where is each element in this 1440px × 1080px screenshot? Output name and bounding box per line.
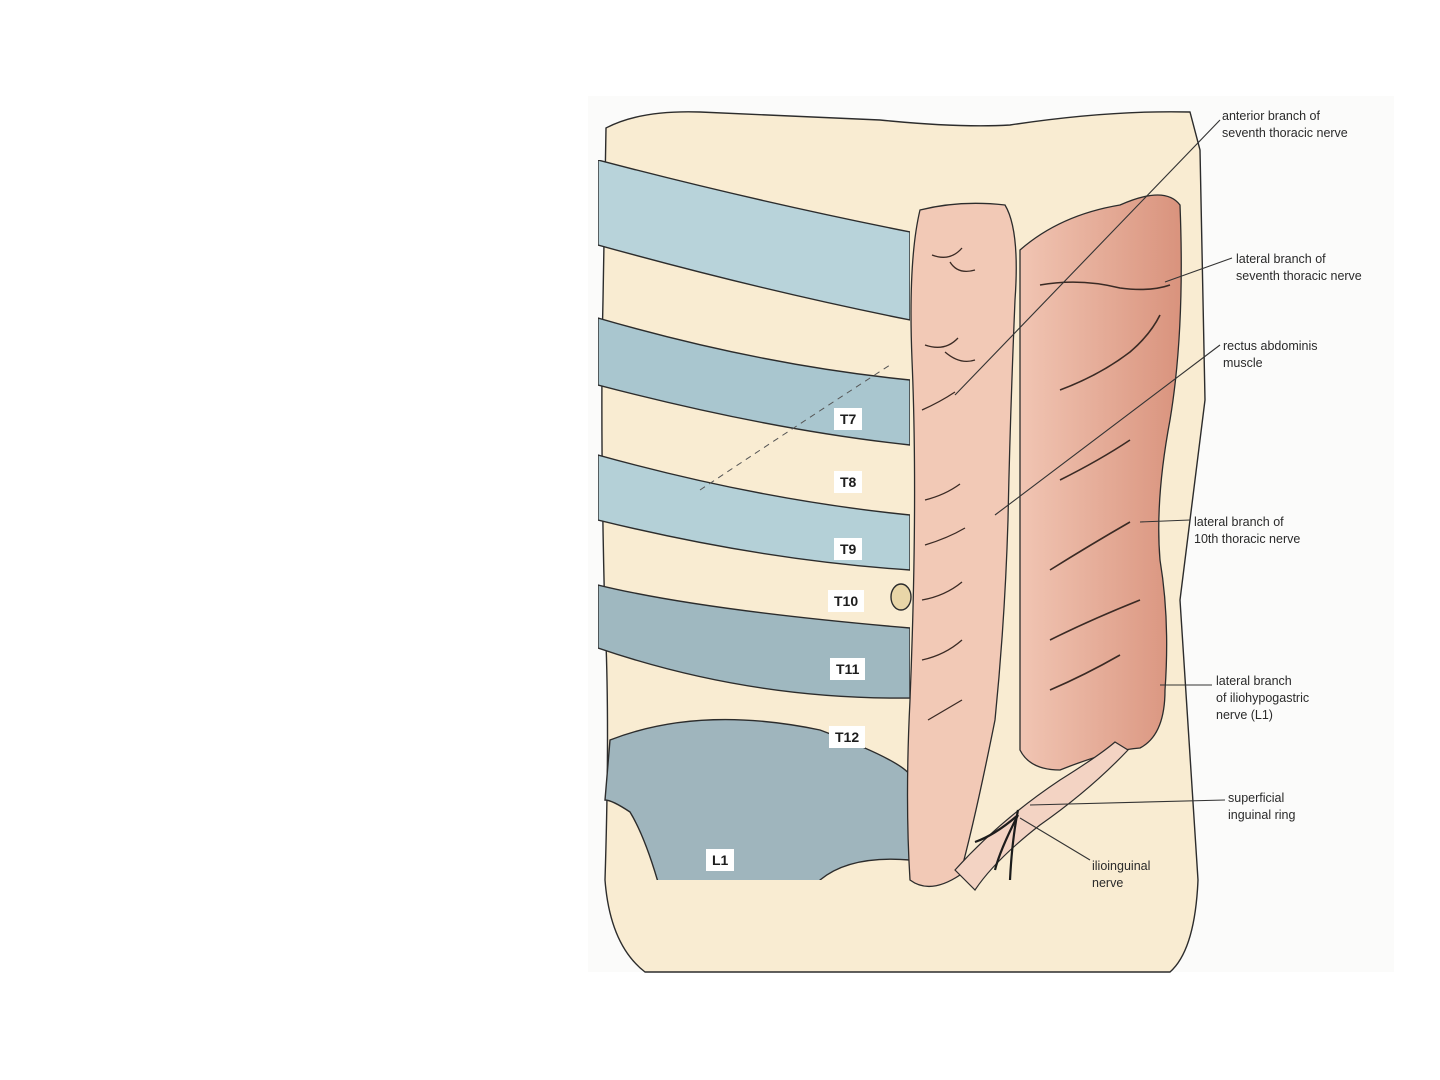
label-line: lateral branch of [1236, 252, 1326, 266]
oblique-nerve-branches [1039, 281, 1171, 691]
segment-label-t12: T12 [829, 726, 866, 748]
label-line: rectus abdominis [1223, 339, 1318, 353]
external-oblique-muscle [1019, 194, 1182, 771]
segment-label-t10: T10 [828, 590, 865, 612]
label-line: nerve (L1) [1216, 708, 1273, 722]
label-lateral-branch-t10: lateral branch of 10th thoracic nerve [1194, 514, 1300, 548]
band-t9 [598, 454, 910, 571]
band-t7 [598, 317, 910, 446]
dermatome-dotted-guide [699, 364, 891, 491]
segment-label-l1: L1 [706, 849, 735, 871]
label-line: of iliohypogastric [1216, 691, 1310, 705]
leader-lines [954, 119, 1233, 861]
ilioinguinal-nerve-fibers [974, 809, 1020, 881]
dermatome-bands [598, 160, 910, 880]
band-l1 [604, 718, 910, 880]
label-line: nerve [1092, 876, 1124, 890]
segment-label-t8: T8 [834, 471, 863, 493]
label-rectus-abdominis: rectus abdominis muscle [1223, 338, 1318, 372]
label-line: muscle [1223, 356, 1263, 370]
band-upper [598, 160, 910, 321]
label-line: lateral branch [1216, 674, 1292, 688]
segment-label-t11: T11 [830, 658, 866, 680]
label-lateral-branch-iliohypogastric: lateral branch of iliohypogastric nerve … [1216, 673, 1309, 724]
label-line: superficial [1228, 791, 1285, 805]
label-ilioinguinal-nerve: ilioinguinal nerve [1092, 858, 1150, 892]
segment-label-t7: T7 [834, 408, 863, 430]
label-line: lateral branch of [1194, 515, 1284, 529]
rectus-nerve-branches [921, 247, 976, 721]
label-line: ilioinguinal [1092, 859, 1151, 873]
label-line: 10th thoracic nerve [1194, 532, 1301, 546]
label-line: seventh thoracic nerve [1236, 269, 1362, 283]
label-superficial-inguinal-ring: superficial inguinal ring [1228, 790, 1295, 824]
segment-label-t9: T9 [834, 538, 863, 560]
label-line: seventh thoracic nerve [1222, 126, 1348, 140]
umbilicus [890, 583, 912, 611]
label-lateral-branch-t7: lateral branch of seventh thoracic nerve [1236, 251, 1362, 285]
label-line: inguinal ring [1228, 808, 1296, 822]
label-anterior-branch-t7: anterior branch of seventh thoracic nerv… [1222, 108, 1348, 142]
label-line: anterior branch of [1222, 109, 1320, 123]
